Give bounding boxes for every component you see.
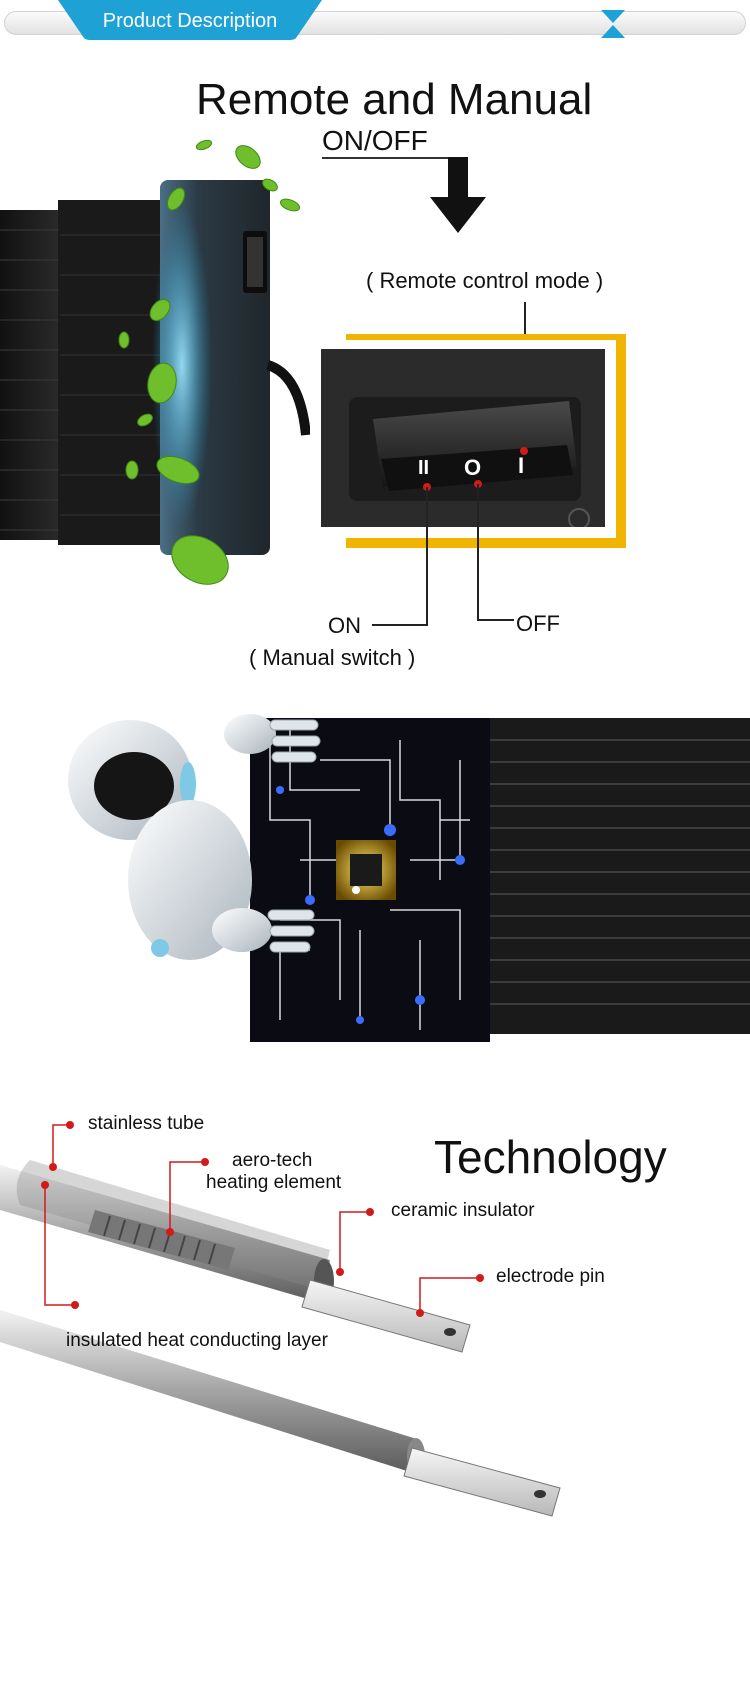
header-tab-shape [58, 0, 322, 40]
onoff-subtitle: ON/OFF [322, 125, 428, 156]
heating-tube-diagram [0, 1121, 561, 1517]
switch-symbol-zero: O [464, 455, 482, 480]
off-label: OFF [516, 611, 560, 636]
switch-symbol-one: I [518, 453, 525, 478]
switch-leader-lines [372, 480, 514, 626]
label-heating-element: heating element [206, 1172, 342, 1193]
technology-title: Technology [434, 1131, 667, 1183]
label-electrode-pin: electrode pin [496, 1266, 605, 1287]
remote-marker-dot [520, 447, 528, 455]
label-stainless-tube: stainless tube [88, 1113, 205, 1134]
label-aero-tech: aero-tech [232, 1150, 313, 1171]
remote-mode-label: ( Remote control mode ) [366, 268, 604, 293]
page-title: Remote and Manual [196, 75, 593, 124]
collapse-toggle-icon[interactable] [598, 8, 628, 40]
on-label: ON [328, 613, 361, 638]
switch-symbol-two: II [418, 457, 430, 479]
rocker-switch-image [321, 349, 605, 527]
label-insulated-layer: insulated heat conducting layer [66, 1330, 328, 1351]
heater-side-image [0, 139, 310, 585]
subtitle-underline [322, 157, 448, 159]
label-ceramic-insulator: ceramic insulator [391, 1200, 535, 1221]
down-arrow-icon [430, 157, 486, 233]
manual-switch-label: ( Manual switch ) [249, 645, 416, 670]
header-tab-label[interactable]: Product Description [102, 10, 278, 32]
robot-heater-image [68, 714, 750, 1042]
